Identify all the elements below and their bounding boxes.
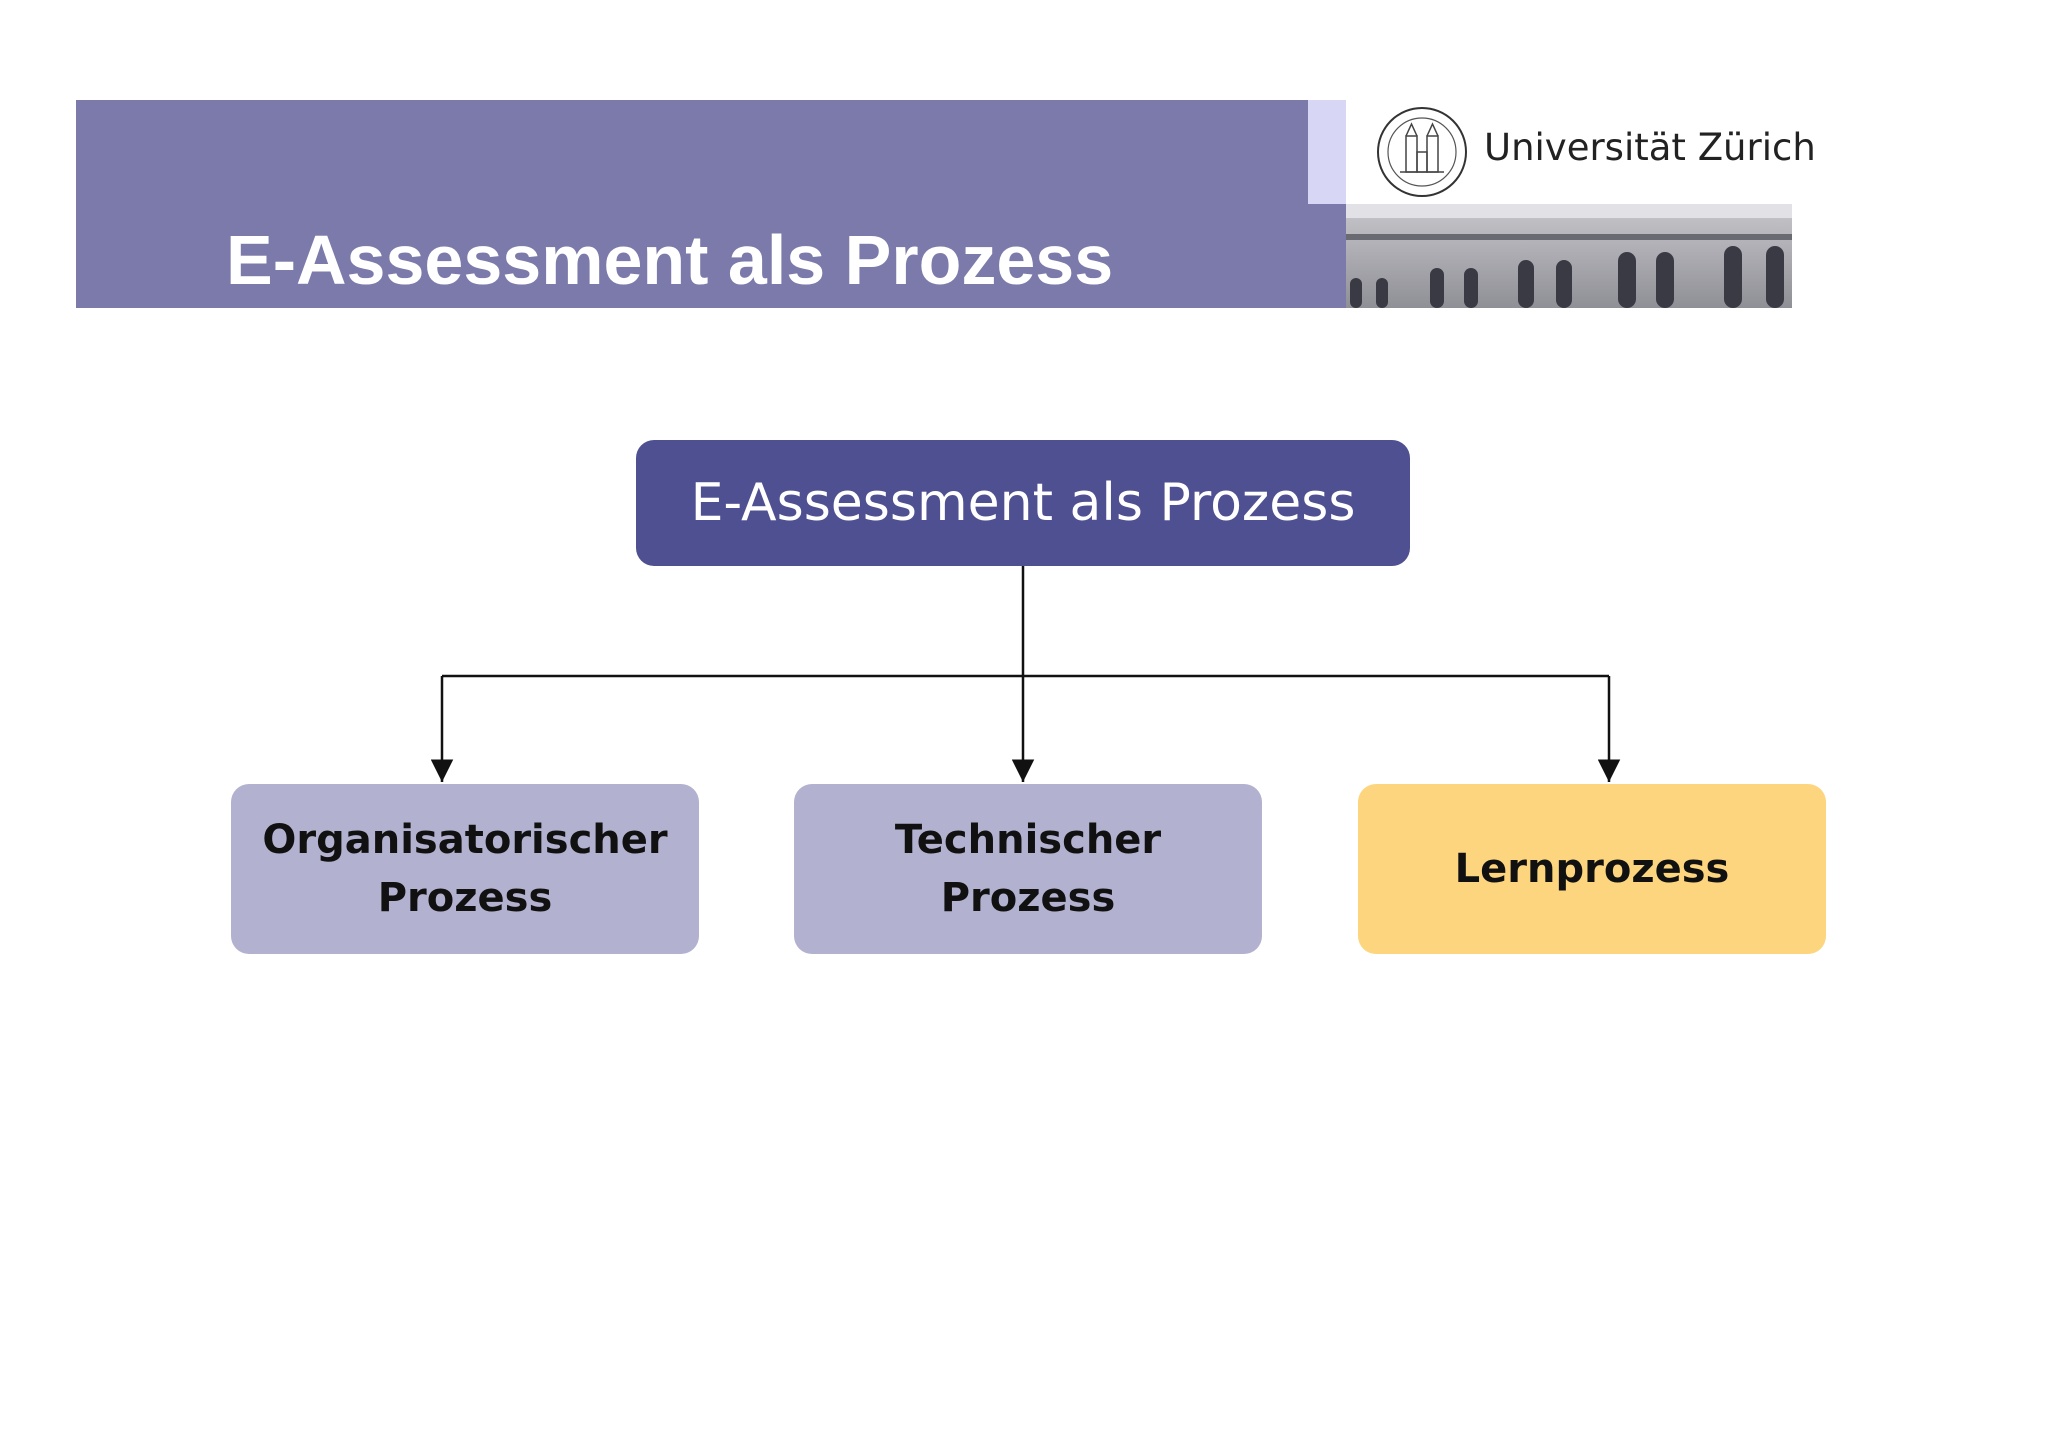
- building-photo: [1346, 204, 1792, 308]
- university-name: Universität Zürich: [1484, 126, 1816, 169]
- node-label-line2: Prozess: [377, 875, 553, 921]
- university-seal-icon: [1377, 107, 1467, 197]
- root-node-label: E-Assessment als Prozess: [690, 473, 1356, 533]
- node-label-line1: Lernprozess: [1454, 846, 1730, 892]
- node-label-line1: Technischer: [894, 817, 1162, 863]
- university-logo: Universität Zürich: [1376, 104, 1816, 200]
- node-label-line2: Prozess: [940, 875, 1116, 921]
- header-band: [76, 100, 1346, 308]
- node-lernprozess: Lernprozess: [1358, 784, 1826, 954]
- node-label-line1: Organisatorischer: [262, 817, 668, 863]
- slide-title: E-Assessment als Prozess: [226, 221, 1114, 299]
- node-technischer-prozess: Technischer Prozess: [794, 784, 1262, 954]
- root-node: E-Assessment als Prozess: [636, 440, 1410, 566]
- header-accent: [1308, 100, 1346, 204]
- node-organisatorischer-prozess: Organisatorischer Prozess: [231, 784, 699, 954]
